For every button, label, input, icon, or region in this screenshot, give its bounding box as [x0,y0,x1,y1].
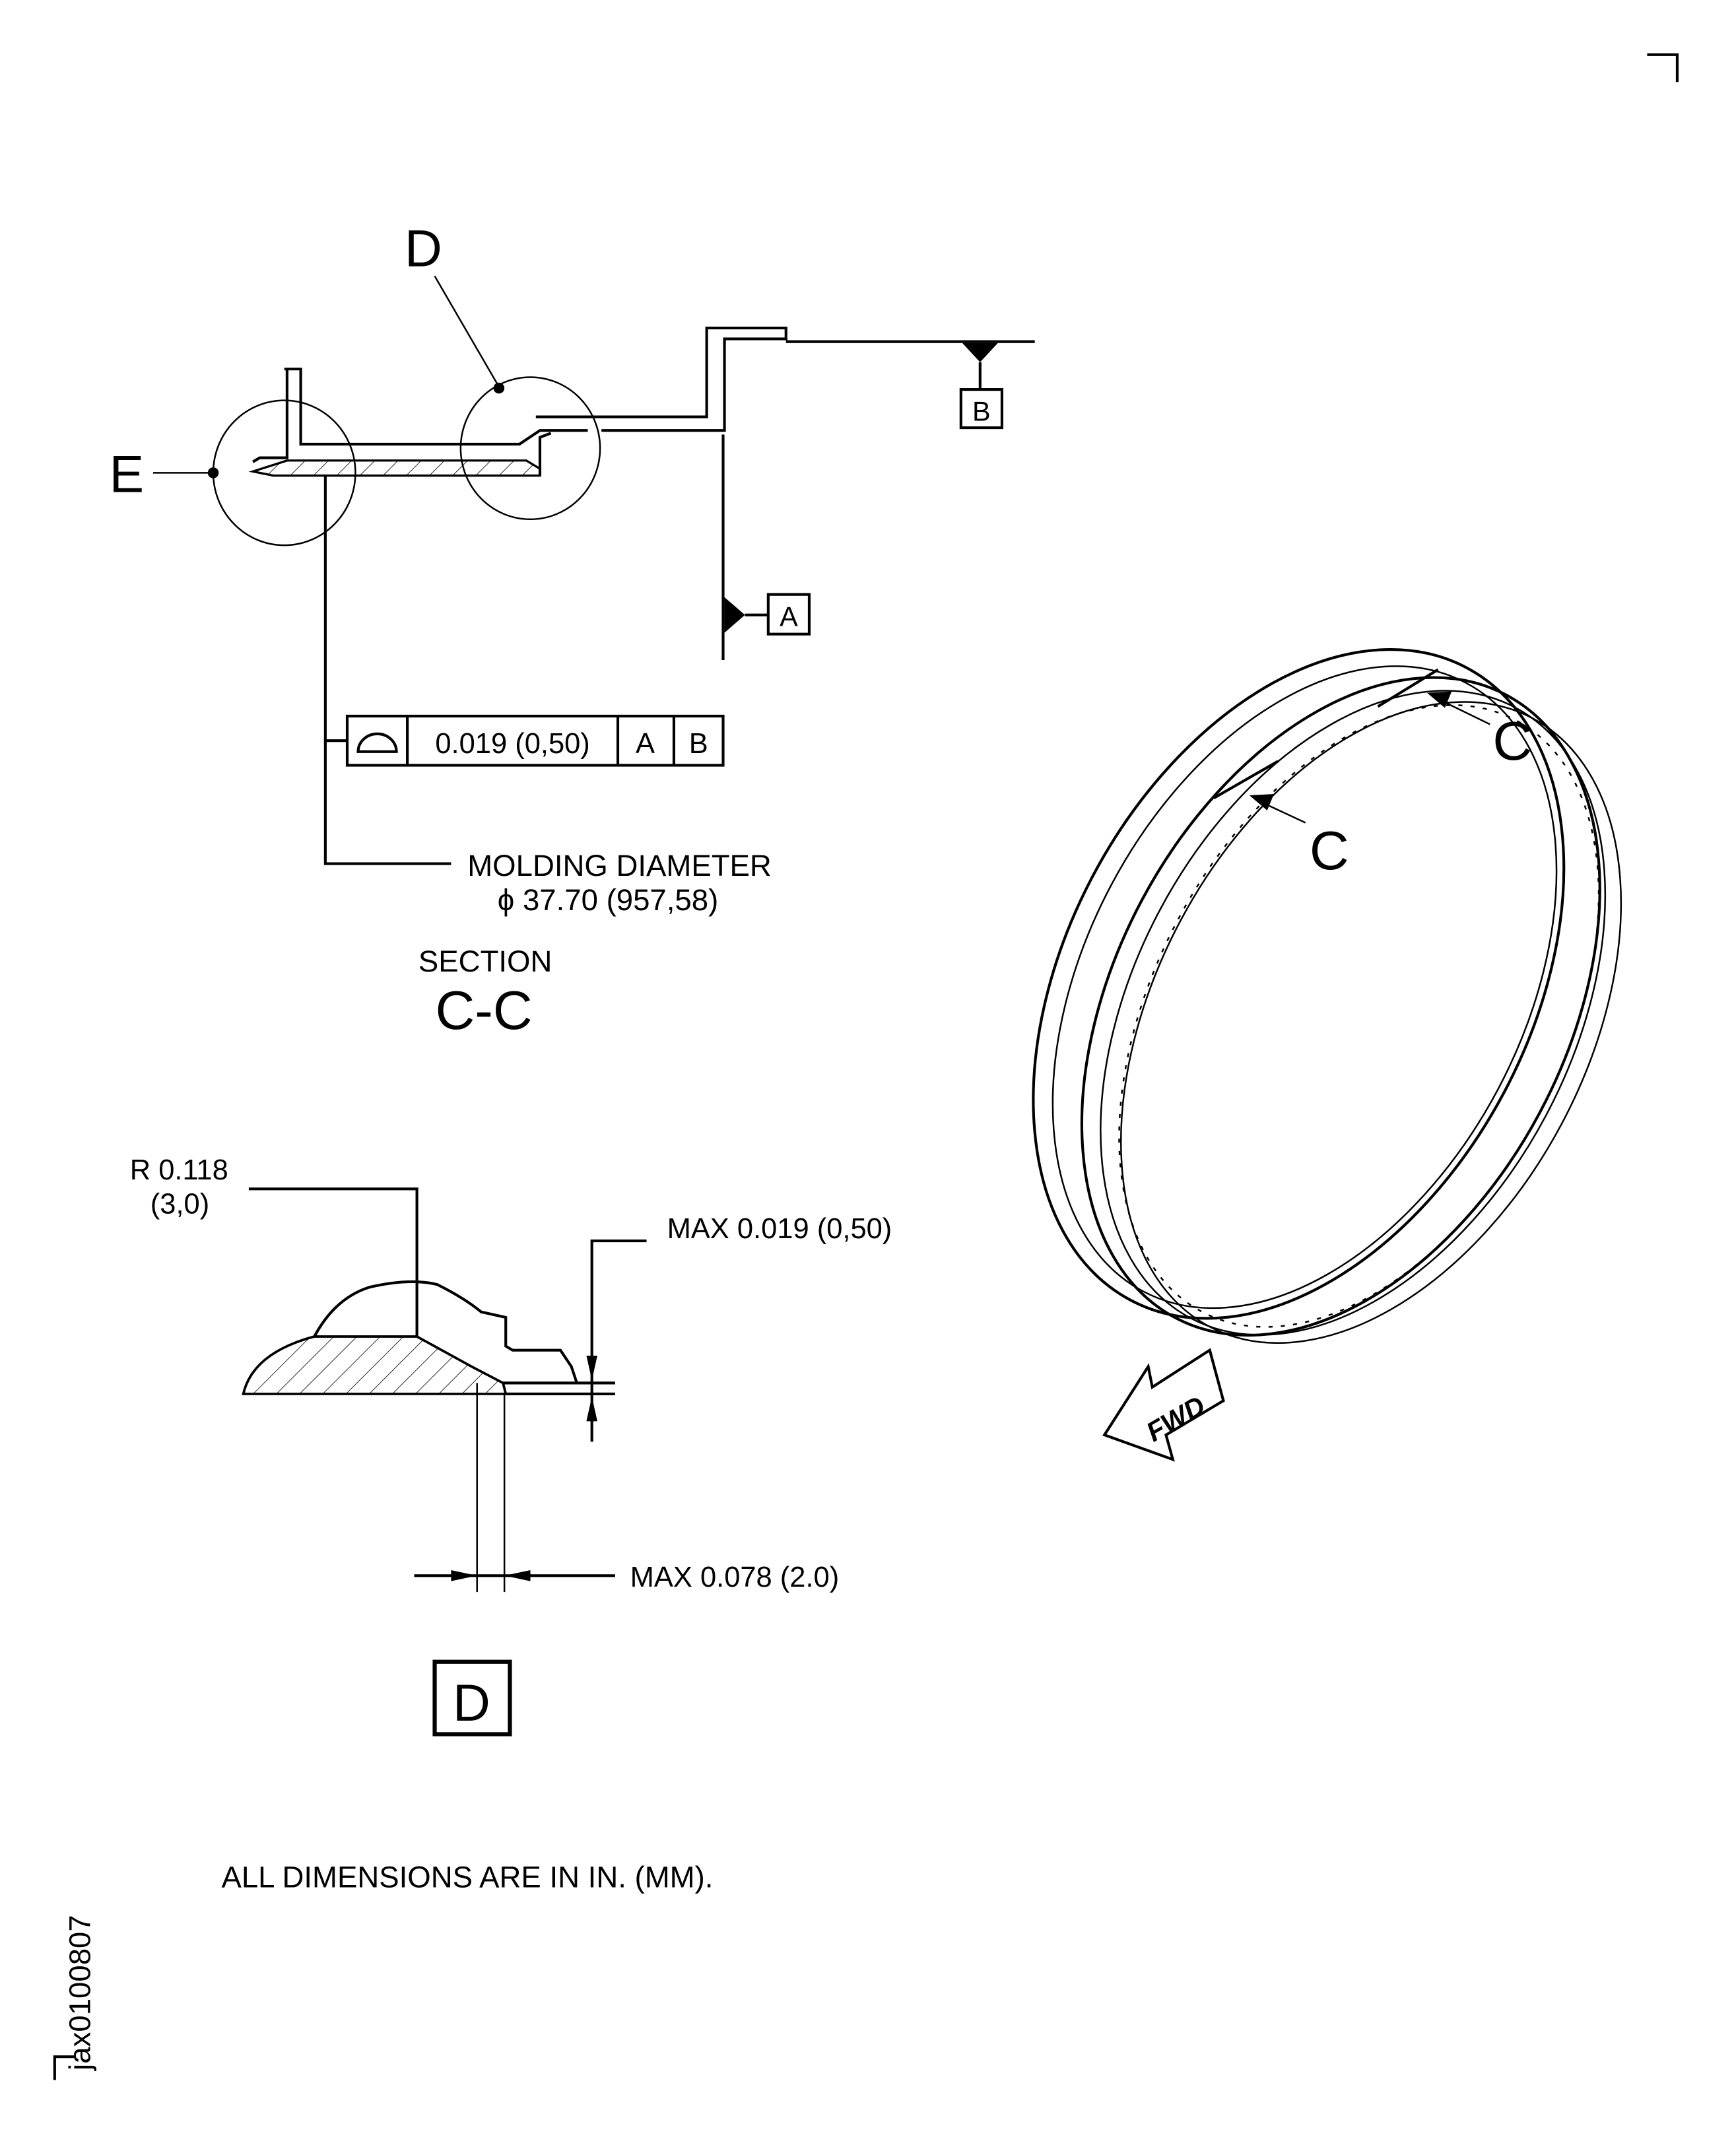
section-id: C-C [435,979,532,1041]
profile-outline [538,432,552,476]
datum-triangle-b [962,343,998,362]
extension-lines [476,1383,506,1593]
arrow [1426,691,1452,708]
max-width: MAX 0.078 (2.0) [630,1562,840,1593]
section-cc-view: D E B A [110,220,1035,1041]
corner-mark-top-right [1647,53,1679,83]
ring-outer [1032,648,1566,1320]
molding-value: ϕ 37.70 (957,58) [498,883,718,917]
arrow [1249,793,1275,811]
dimension-arrows [586,1355,597,1422]
radius-leader [248,1187,418,1337]
bolt-holes [1118,704,1600,1328]
detail-id: D [453,1674,490,1732]
cut-line [1213,760,1279,799]
cut-label-2: C [1310,820,1349,881]
fcf-datum-b: B [689,728,708,760]
radius-line2: (3,0) [150,1189,209,1220]
fcf-datum-a: A [636,728,655,760]
section-word: SECTION [418,944,552,978]
hatched-section [248,459,541,477]
profile-outline [252,369,288,463]
datum-b-box [959,388,1004,430]
profile-of-surface-icon [356,732,398,753]
detail-circle-d [459,376,601,521]
datum-triangle-a [724,597,745,633]
max-thickness: MAX 0.019 (0,50) [667,1213,892,1245]
profile-outline [535,326,787,432]
callout-e-label: E [110,445,144,503]
figure-id: jax0100807 [63,1915,97,2072]
cut-label-1: C [1492,710,1532,772]
callout-d-label: D [405,220,442,278]
radius-line1: R 0.118 [130,1154,228,1186]
detail-id-box [432,1659,512,1737]
leader-molding [323,475,451,865]
fwd-arrow-icon: FWD [1102,1348,1225,1462]
datum-a-box [766,593,811,636]
dimension-arrows [451,1570,531,1581]
corner-mark-bottom-left [53,2055,75,2080]
units-note: ALL DIMENSIONS ARE IN IN. (MM). [221,1860,713,1894]
datum-a-label: A [780,601,798,632]
fwd-label: FWD [1141,1390,1211,1447]
detail-d-view: R 0.118 (3,0) MAX 0.019 (0,50) MAX 0.078… [130,1154,892,1737]
feature-control-frame: 0.019 (0,50) A B [345,714,725,767]
leader-d [434,275,500,387]
fcf-tolerance: 0.019 (0,50) [435,728,589,760]
profile-outline [284,367,588,446]
cut-line [1377,668,1439,708]
molding-label: MOLDING DIAMETER [467,849,772,882]
ring-isometric-view: C C FWD [1032,648,1622,1462]
thickness-leader [590,1239,647,1442]
hatched-section [242,1335,508,1395]
datum-b-label: B [972,397,991,427]
profile-outline [313,1280,578,1384]
